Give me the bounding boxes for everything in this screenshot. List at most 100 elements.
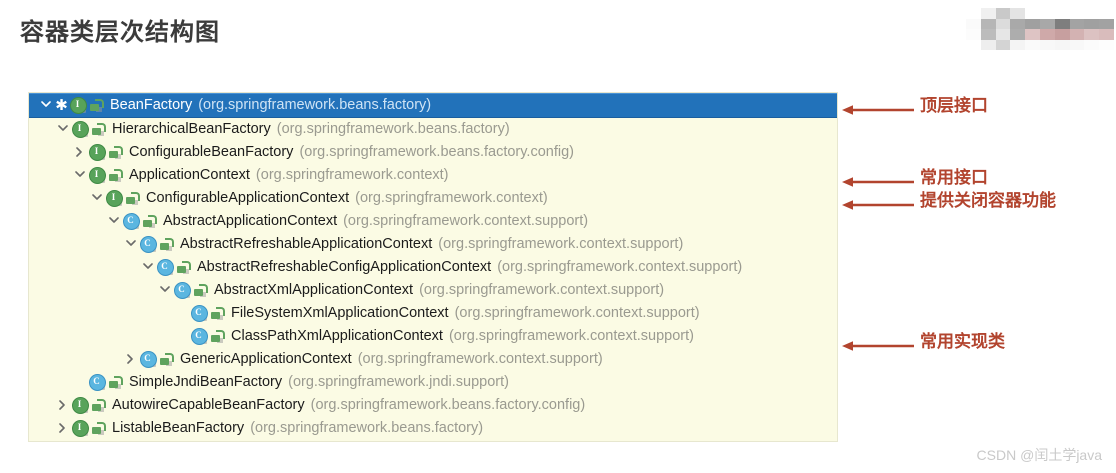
unlock-icon	[91, 122, 106, 137]
chevron-right-icon[interactable]	[56, 417, 70, 440]
left-arrow-icon	[842, 103, 914, 122]
tree-item-package: (org.springframework.context)	[255, 167, 449, 183]
redaction-pixel	[1069, 29, 1085, 40]
unlock-icon	[193, 283, 208, 298]
interface-badge-icon: I	[72, 420, 89, 437]
tree-item-package: (org.springframework.beans.factory.confi…	[310, 397, 586, 413]
redacted-logo-block	[966, 8, 1114, 50]
class-badge-icon: C	[123, 213, 140, 230]
annotation-label: 常用接口	[920, 168, 988, 188]
unlock-icon	[108, 168, 123, 183]
tree-item-package: (org.springframework.context.support)	[454, 305, 700, 321]
left-arrow-icon	[842, 198, 914, 217]
redaction-pixel	[995, 18, 1011, 29]
tree-item-name: GenericApplicationContext	[180, 351, 352, 367]
redaction-pixel	[1054, 18, 1070, 29]
chevron-down-icon[interactable]	[90, 187, 104, 210]
redaction-pixel	[1010, 8, 1026, 19]
tree-row[interactable]: I ListableBeanFactory (org.springframework…	[29, 417, 837, 440]
class-badge-icon: C	[191, 305, 208, 322]
class-badge-icon: C	[157, 259, 174, 276]
tree-item-package: (org.springframework.context.support)	[357, 351, 603, 367]
redaction-pixel	[1084, 39, 1100, 50]
tree-item-name: ConfigurableApplicationContext	[146, 190, 350, 206]
redaction-pixel	[966, 39, 981, 50]
redaction-pixel	[995, 29, 1011, 40]
unlock-icon	[142, 214, 157, 229]
unlock-icon	[91, 398, 106, 413]
redaction-pixel	[1010, 29, 1026, 40]
redaction-pixel	[1040, 8, 1055, 19]
redaction-pixel	[980, 29, 996, 40]
redaction-pixel	[1054, 39, 1070, 50]
redaction-pixel	[1010, 39, 1026, 50]
redaction-pixel	[1084, 29, 1100, 40]
redaction-pixel	[980, 8, 996, 19]
unlock-icon	[210, 329, 225, 344]
tree-item-name: ListableBeanFactory	[112, 420, 245, 436]
chevron-down-icon[interactable]	[107, 210, 121, 233]
class-badge-icon: C	[174, 282, 191, 299]
chevron-right-icon[interactable]	[124, 348, 138, 371]
tree-item-name: ApplicationContext	[129, 167, 250, 183]
redaction-pixel	[966, 8, 981, 19]
tree-item-name: AbstractApplicationContext	[163, 213, 338, 229]
redaction-pixel	[1010, 18, 1026, 29]
chevron-down-icon[interactable]	[56, 118, 70, 141]
chevron-down-icon[interactable]	[73, 164, 87, 187]
chevron-right-icon[interactable]	[56, 394, 70, 417]
annotation-label: 常用实现类	[920, 332, 1005, 352]
redaction-pixel	[1025, 8, 1040, 19]
chevron-right-icon[interactable]	[73, 141, 87, 164]
redaction-pixel	[995, 8, 1011, 19]
tree-item-name: ClassPathXmlApplicationContext	[231, 328, 443, 344]
watermark: CSDN @闰土学java	[976, 447, 1102, 463]
unlock-icon	[91, 421, 106, 436]
interface-badge-icon: I	[70, 97, 87, 114]
chevron-down-icon[interactable]	[141, 256, 155, 279]
left-arrow-icon	[842, 175, 914, 194]
unlock-icon	[108, 375, 123, 390]
tree-row[interactable]: I ApplicationContext (org.springframework.…	[29, 164, 837, 187]
tree-toggle-placeholder	[73, 371, 87, 394]
redaction-pixel	[980, 18, 996, 29]
unlock-icon	[176, 260, 191, 275]
tree-toggle-placeholder	[175, 325, 189, 348]
class-badge-icon: C	[140, 236, 157, 253]
interface-badge-icon: I	[72, 397, 89, 414]
tree-item-package: (org.springframework.beans.factory)	[250, 420, 484, 436]
redaction-pixel	[1040, 18, 1055, 29]
redaction-pixel	[1099, 18, 1114, 29]
tree-item-package: (org.springframework.beans.factory.confi…	[299, 144, 574, 160]
tree-item-name: SimpleJndiBeanFactory	[129, 374, 283, 390]
tree-item-name: BeanFactory	[110, 97, 193, 113]
redaction-pixel	[1040, 29, 1055, 40]
chevron-down-icon[interactable]	[39, 94, 53, 117]
tree-item-name: AbstractXmlApplicationContext	[214, 282, 414, 298]
redaction-pixel	[1069, 8, 1085, 19]
tree-toggle-placeholder	[175, 302, 189, 325]
unlock-icon	[89, 98, 104, 113]
unlock-icon	[125, 191, 140, 206]
annotation-label: 提供关闭容器功能	[920, 191, 1056, 211]
tree-item-package: (org.springframework.context)	[355, 190, 548, 206]
redaction-pixel	[1099, 29, 1114, 40]
interface-badge-icon: I	[89, 167, 106, 184]
chevron-down-icon[interactable]	[124, 233, 138, 256]
unlock-icon	[159, 352, 174, 367]
chevron-down-icon[interactable]	[158, 279, 172, 302]
